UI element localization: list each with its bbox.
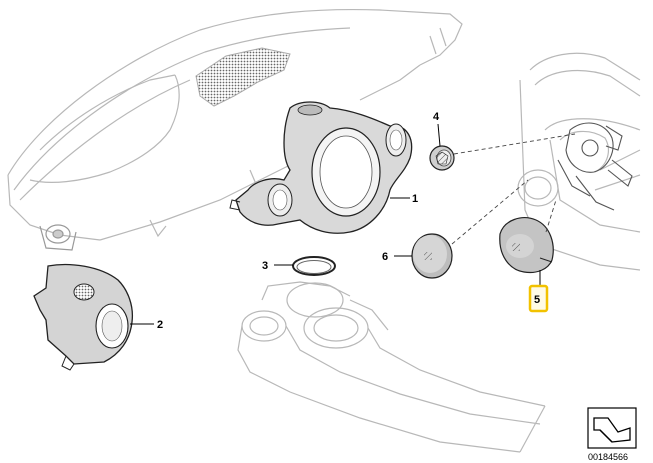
door-panel-outline (517, 52, 641, 271)
part-cap (499, 217, 554, 274)
callout-4: 4 (433, 111, 440, 123)
leader-lines (130, 123, 541, 325)
part-cover-disc (411, 233, 453, 279)
part-ring (292, 256, 336, 276)
callout-3: 3 (262, 260, 268, 272)
door-handle-mechanism (557, 122, 633, 211)
dashboard-outline (7, 8, 463, 241)
dashboard-clip (39, 224, 77, 251)
assembly-lines (451, 133, 576, 245)
callout-5: 5 (534, 294, 540, 306)
callout-6: 6 (382, 251, 388, 263)
part-instrument-cluster-housing (229, 101, 413, 234)
part-side-trim-panel (33, 263, 134, 371)
callout-5-highlight (528, 284, 549, 313)
center-console-outline (237, 281, 546, 453)
reference-arrow-icon (587, 407, 637, 449)
callout-2: 2 (157, 319, 163, 331)
part-knob (429, 145, 455, 171)
defroster-grille (195, 47, 291, 107)
callout-1: 1 (412, 193, 418, 205)
reference-number: 00184566 (588, 452, 628, 462)
